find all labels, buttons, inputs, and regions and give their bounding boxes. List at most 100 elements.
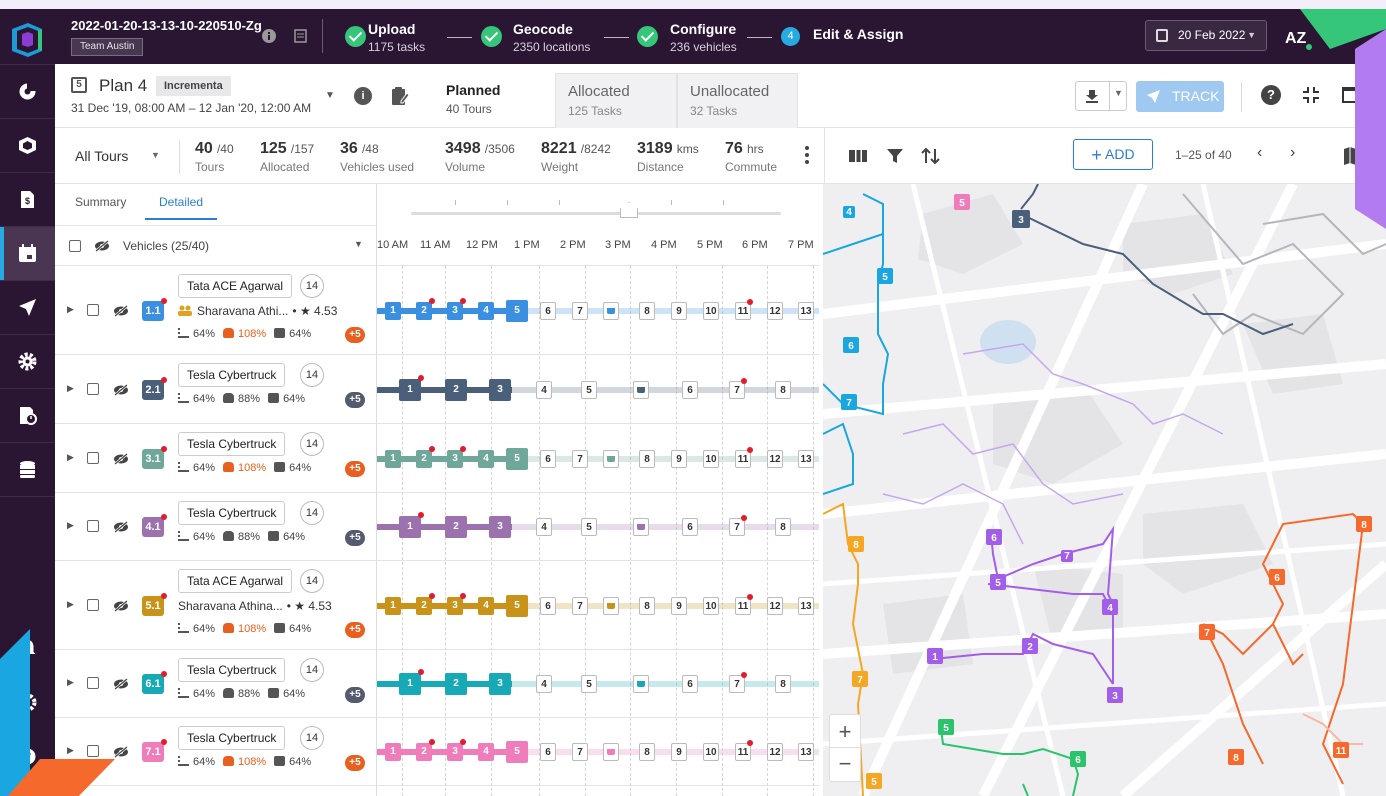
map-marker[interactable]: 5: [866, 773, 882, 789]
stop-marker-completed[interactable]: 5: [506, 741, 528, 763]
stop-marker-completed[interactable]: 1: [385, 449, 401, 468]
stop-marker-pending[interactable]: 7: [729, 515, 747, 536]
break-cup-icon[interactable]: [603, 743, 619, 761]
stop-marker-pending[interactable]: 9: [671, 596, 687, 615]
columns-icon[interactable]: [848, 147, 868, 165]
break-cup-icon[interactable]: [633, 518, 649, 536]
stop-marker-pending[interactable]: 7: [572, 743, 588, 761]
stop-marker-pending[interactable]: 6: [540, 449, 556, 468]
stop-marker-pending[interactable]: 13: [798, 596, 814, 615]
stop-marker-completed[interactable]: 2: [445, 378, 467, 401]
map-marker[interactable]: 5: [877, 268, 893, 284]
step-upload[interactable]: Upload 1175 tasks: [345, 21, 440, 55]
map-toggle-icon[interactable]: [1343, 146, 1363, 166]
gear-icon[interactable]: [18, 693, 37, 712]
expand-arrow-icon[interactable]: ▶: [67, 382, 74, 393]
track-button[interactable]: TRACK: [1136, 81, 1224, 112]
eye-off-icon[interactable]: [113, 383, 129, 396]
stop-marker-pending[interactable]: 8: [639, 449, 655, 468]
vehicle-name-chip[interactable]: Tesla Cybertruck: [178, 432, 286, 456]
stop-marker-pending[interactable]: 6: [540, 301, 556, 320]
map-marker[interactable]: 5: [938, 719, 954, 735]
more-metrics-badge[interactable]: +5: [345, 755, 365, 771]
stop-marker-pending[interactable]: 7: [729, 377, 747, 399]
stop-marker-pending[interactable]: 10: [703, 596, 719, 615]
break-cup-icon[interactable]: [633, 380, 649, 399]
slider-handle[interactable]: [620, 202, 638, 218]
map-marker[interactable]: 4: [1102, 599, 1118, 615]
stop-marker-pending[interactable]: 4: [536, 518, 552, 536]
step-configure[interactable]: Configure 236 vehicles: [637, 21, 747, 55]
stop-marker-completed[interactable]: 2: [445, 673, 467, 695]
expand-arrow-icon[interactable]: ▶: [67, 303, 74, 314]
stop-marker-pending[interactable]: 5: [581, 380, 597, 399]
vehicle-name-chip[interactable]: Tesla Cybertruck: [178, 363, 286, 387]
more-metrics-badge[interactable]: +5: [345, 622, 365, 638]
stop-marker-pending[interactable]: 6: [540, 596, 556, 615]
stop-marker-pending[interactable]: 6: [682, 675, 698, 693]
more-metrics-badge[interactable]: +5: [345, 687, 365, 703]
stop-marker-completed[interactable]: 3: [447, 297, 466, 320]
more-metrics-badge[interactable]: +5: [345, 392, 365, 408]
stop-marker-pending[interactable]: 13: [798, 449, 814, 468]
stop-marker-pending[interactable]: 10: [703, 301, 719, 320]
vehicle-checkbox[interactable]: [87, 745, 99, 757]
map-marker[interactable]: 8: [848, 536, 864, 552]
stop-marker-completed[interactable]: 3: [489, 673, 511, 695]
vehicle-name-chip[interactable]: Tata ACE Agarwal: [178, 274, 293, 298]
vehicle-name-chip[interactable]: Tesla Cybertruck: [178, 501, 286, 525]
add-button[interactable]: + ADD: [1073, 139, 1153, 170]
stop-marker-pending[interactable]: 12: [767, 596, 783, 615]
stop-marker-completed[interactable]: 4: [478, 449, 494, 468]
more-metrics-badge[interactable]: +5: [345, 530, 365, 546]
stop-marker-completed[interactable]: 5: [506, 299, 528, 322]
stop-marker-completed[interactable]: 2: [416, 297, 435, 320]
stop-marker-completed[interactable]: 1: [399, 512, 424, 538]
timeline-zoom-slider[interactable]: [411, 200, 781, 218]
team-badge[interactable]: Team Austin: [71, 38, 144, 56]
stop-marker-completed[interactable]: 4: [478, 301, 494, 320]
collapse-icon[interactable]: [1303, 87, 1319, 103]
date-picker[interactable]: 20 Feb 2022 ▼: [1145, 20, 1267, 51]
stop-marker-completed[interactable]: 4: [478, 743, 494, 761]
map-marker[interactable]: 11: [1333, 742, 1349, 758]
eye-off-icon[interactable]: [113, 745, 129, 758]
stop-marker-pending[interactable]: 9: [671, 301, 687, 320]
vehicle-checkbox[interactable]: [87, 677, 99, 689]
stop-marker-pending[interactable]: 8: [775, 518, 791, 536]
stop-marker-completed[interactable]: 2: [445, 516, 467, 538]
map-marker[interactable]: 6: [1269, 569, 1285, 585]
stop-marker-completed[interactable]: 3: [447, 592, 466, 615]
stop-marker-pending[interactable]: 7: [572, 596, 588, 615]
stop-marker-pending[interactable]: 12: [767, 449, 783, 468]
break-cup-icon[interactable]: [603, 301, 619, 320]
vehicle-checkbox[interactable]: [87, 598, 99, 611]
map-marker[interactable]: 5: [954, 194, 970, 210]
sidebar-item-data[interactable]: [0, 442, 55, 496]
map-marker[interactable]: 3: [1012, 210, 1030, 228]
subtab-detailed[interactable]: Detailed: [145, 195, 218, 220]
stop-marker-pending[interactable]: 6: [682, 380, 698, 399]
stop-marker-pending[interactable]: 6: [682, 518, 698, 536]
map-marker[interactable]: 3: [1107, 687, 1123, 703]
stop-marker-completed[interactable]: 1: [399, 374, 424, 401]
chevron-right-icon[interactable]: ›: [1290, 144, 1296, 161]
vehicle-checkbox[interactable]: [87, 382, 99, 395]
map-marker[interactable]: 8: [1228, 749, 1244, 765]
stop-marker-pending[interactable]: 12: [767, 301, 783, 320]
expand-arrow-icon[interactable]: ▶: [67, 677, 74, 687]
sidebar-item-orders[interactable]: [0, 118, 55, 172]
vehicle-checkbox[interactable]: [87, 520, 99, 532]
stop-marker-completed[interactable]: 4: [478, 596, 494, 615]
eye-off-icon[interactable]: [113, 304, 129, 317]
map-marker[interactable]: 5: [990, 574, 1006, 590]
break-cup-icon[interactable]: [633, 675, 649, 693]
eye-off-icon[interactable]: [94, 240, 110, 252]
sidebar-item-reports[interactable]: [0, 388, 55, 442]
map-marker[interactable]: 6: [1070, 751, 1086, 767]
chevron-left-icon[interactable]: ‹: [1257, 144, 1263, 161]
